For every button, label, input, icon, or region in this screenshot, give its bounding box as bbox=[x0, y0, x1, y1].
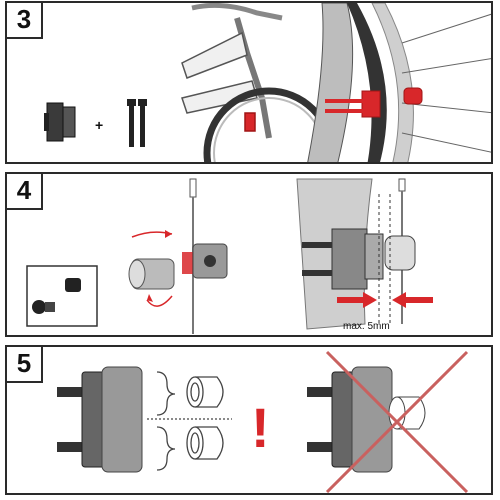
step-3-illustration: + bbox=[44, 3, 491, 162]
magnet-cylinders-icon bbox=[186, 376, 224, 460]
step-5-number: 5 bbox=[7, 347, 43, 383]
spoke-magnet-assembly-icon bbox=[128, 178, 228, 334]
step-3-number: 3 bbox=[7, 3, 43, 39]
step-4-panel: 4 bbox=[5, 172, 493, 337]
sensor-distance-detail-icon bbox=[296, 178, 433, 330]
alignment-brackets bbox=[147, 371, 232, 471]
step-4-illustration bbox=[26, 178, 433, 334]
magnet-part-icon bbox=[44, 102, 76, 142]
step-5-panel: 5 ! bbox=[5, 345, 493, 495]
step-5-illustration: ! bbox=[57, 350, 469, 493]
step-4-number: 4 bbox=[7, 174, 43, 210]
fork-detail-icon bbox=[307, 3, 491, 162]
incorrect-cross-icon bbox=[325, 350, 469, 493]
incorrect-sensor-assembly-icon bbox=[307, 366, 426, 473]
cable-ties-icon bbox=[127, 99, 147, 147]
max-distance-label: max. 5mm bbox=[343, 321, 390, 332]
sensor-parts-inset bbox=[26, 265, 98, 327]
correct-sensor-assembly-icon bbox=[57, 366, 143, 473]
warning-exclamation-icon: ! bbox=[251, 396, 270, 459]
bicycle-front-icon bbox=[181, 3, 335, 162]
plus-symbol: + bbox=[95, 117, 103, 133]
step-3-panel: 3 + bbox=[5, 1, 493, 164]
